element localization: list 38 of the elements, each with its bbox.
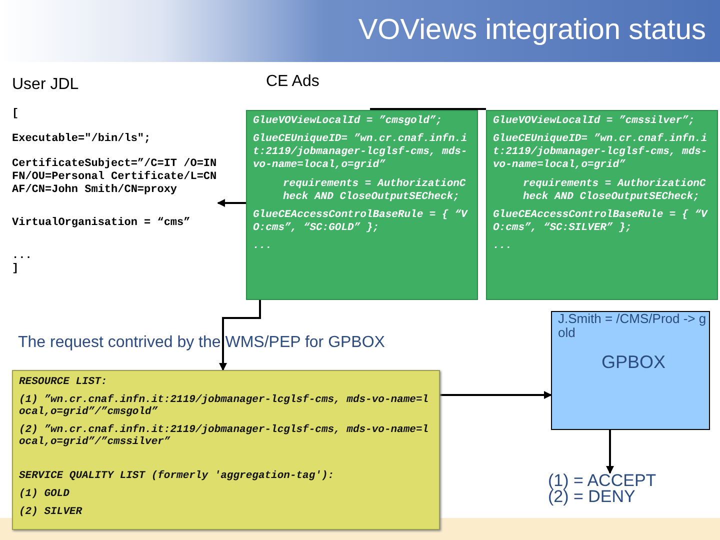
code-text: ...	[12, 250, 33, 263]
node-text: RESOURCE LIST:	[19, 376, 108, 388]
node-text: ...	[253, 240, 273, 253]
code-text: [	[12, 108, 20, 121]
node-text: GlueCEAccessControlBaseRule = { “VO:cms”, “SC:GOLD” };	[253, 209, 469, 235]
node-text: GlueVOViewLocalId = ”cmssilver”;	[493, 115, 696, 128]
node-text: SERVICE QUALITY LIST (formerly 'aggregation-tag'):	[19, 470, 336, 482]
node-text: ...	[493, 240, 513, 253]
arrow	[440, 391, 552, 399]
ce-ad-card	[486, 110, 718, 300]
code-text: ]	[12, 263, 20, 276]
label-text: The request contrived by the WMS/PEP for GPBOX	[18, 334, 385, 352]
title: VOViews integration status	[358, 14, 706, 47]
node-text: GlueCEUniqueID= ”wn.cr.cnaf.infn.it:2119/jobmanager-lcglsf-cms, mds-vo-name=local,o=grid”	[493, 133, 708, 172]
node-text: (1) ”wn.cr.cnaf.infn.it:2119/jobmanager-lcglsf-cms, mds-vo-name=local,o=grid”/”cmsgold”	[19, 394, 430, 418]
code-text: VirtualOrganisation = “cms”	[12, 217, 192, 230]
code-text: CertificateSubject=”/C=IT /O=INFN/OU=Personal Certificate/L=CNAF/CN=John Smith/CN=proxy	[12, 158, 218, 197]
request-card	[12, 370, 440, 530]
decision-text: (1) = ACCEPT	[548, 473, 658, 489]
arrow	[219, 300, 261, 371]
node-text: (1) GOLD	[19, 488, 70, 500]
node-text: GlueCEUniqueID= ”wn.cr.cnaf.infn.it:2119/jobmanager-lcglsf-cms, mds-vo-name=local,o=grid”	[253, 133, 468, 172]
node-text: GPBOX	[600, 353, 667, 372]
node-text: J.Smith = /CMS/Prod -> gold	[558, 312, 708, 340]
node-text: (2) ”wn.cr.cnaf.infn.it:2119/jobmanager-lcglsf-cms, mds-vo-name=local,o=grid”/”cmssilver”	[19, 424, 430, 448]
node-text: GlueCEAccessControlBaseRule = { “VO:cms”, “SC:SILVER” };	[493, 209, 709, 235]
code-text: Executable="/bin/ls";	[12, 133, 152, 146]
node-text: requirements = AuthorizationCheck AND CloseOutputSECheck;	[282, 178, 467, 204]
node-text: (2) SILVER	[19, 506, 84, 518]
label-text: User JDL	[12, 76, 79, 94]
label-text: CE Ads	[266, 73, 320, 91]
decision-text: (2) = DENY	[548, 489, 636, 505]
node-text: GlueVOViewLocalId = ”cmsgold”;	[253, 115, 444, 128]
node-text: requirements = AuthorizationCheck AND CloseOutputSECheck;	[522, 178, 707, 204]
ce-ad-card	[246, 110, 478, 300]
arrow	[217, 199, 246, 207]
gpbox-box	[551, 311, 710, 430]
arrow	[606, 430, 614, 474]
